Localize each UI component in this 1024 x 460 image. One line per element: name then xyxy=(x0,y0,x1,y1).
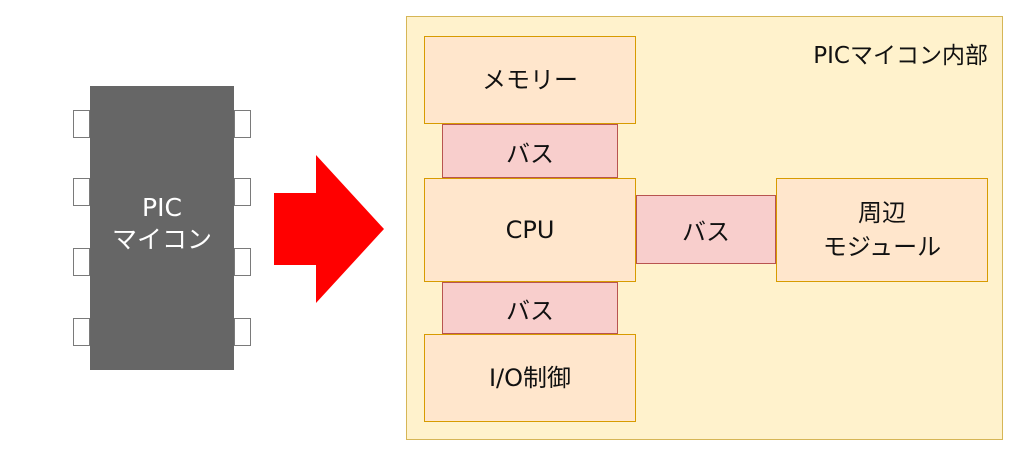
chip-pin-left-3 xyxy=(73,248,90,276)
cpu-block: CPU xyxy=(424,178,636,282)
right-arrow-icon xyxy=(274,155,384,303)
pic-chip-body xyxy=(90,86,234,370)
container-label: PICマイコン内部 xyxy=(813,43,988,69)
io-control-label: I/O制御 xyxy=(488,364,572,392)
chip-pin-left-1 xyxy=(73,110,90,138)
io-control-block: I/O制御 xyxy=(424,334,636,422)
chip-label: PIC マイコン xyxy=(90,192,234,256)
chip-label-line1: PIC xyxy=(142,193,182,222)
bus-memory-cpu: バス xyxy=(442,124,618,178)
chip-pin-right-4 xyxy=(234,318,251,346)
chip-pin-left-4 xyxy=(73,318,90,346)
cpu-label: CPU xyxy=(505,216,555,244)
peripheral-label-line2: モジュール xyxy=(822,233,942,261)
peripheral-label-line1: 周辺 xyxy=(857,199,906,227)
memory-label: メモリー xyxy=(482,66,578,94)
memory-block: メモリー xyxy=(424,36,636,124)
chip-pin-left-2 xyxy=(73,178,90,206)
chip-label-line2: マイコン xyxy=(111,225,212,254)
bus-cpu-io-label: バス xyxy=(506,296,554,325)
peripheral-module-block: 周辺 モジュール xyxy=(776,178,988,282)
chip-pin-right-1 xyxy=(234,110,251,138)
bus-memory-cpu-label: バス xyxy=(506,139,554,168)
chip-pin-right-3 xyxy=(234,248,251,276)
bus-cpu-io: バス xyxy=(442,282,618,334)
bus-cpu-peripheral-label: バス xyxy=(682,218,730,246)
chip-pin-right-2 xyxy=(234,178,251,206)
bus-cpu-peripheral: バス xyxy=(636,195,776,264)
